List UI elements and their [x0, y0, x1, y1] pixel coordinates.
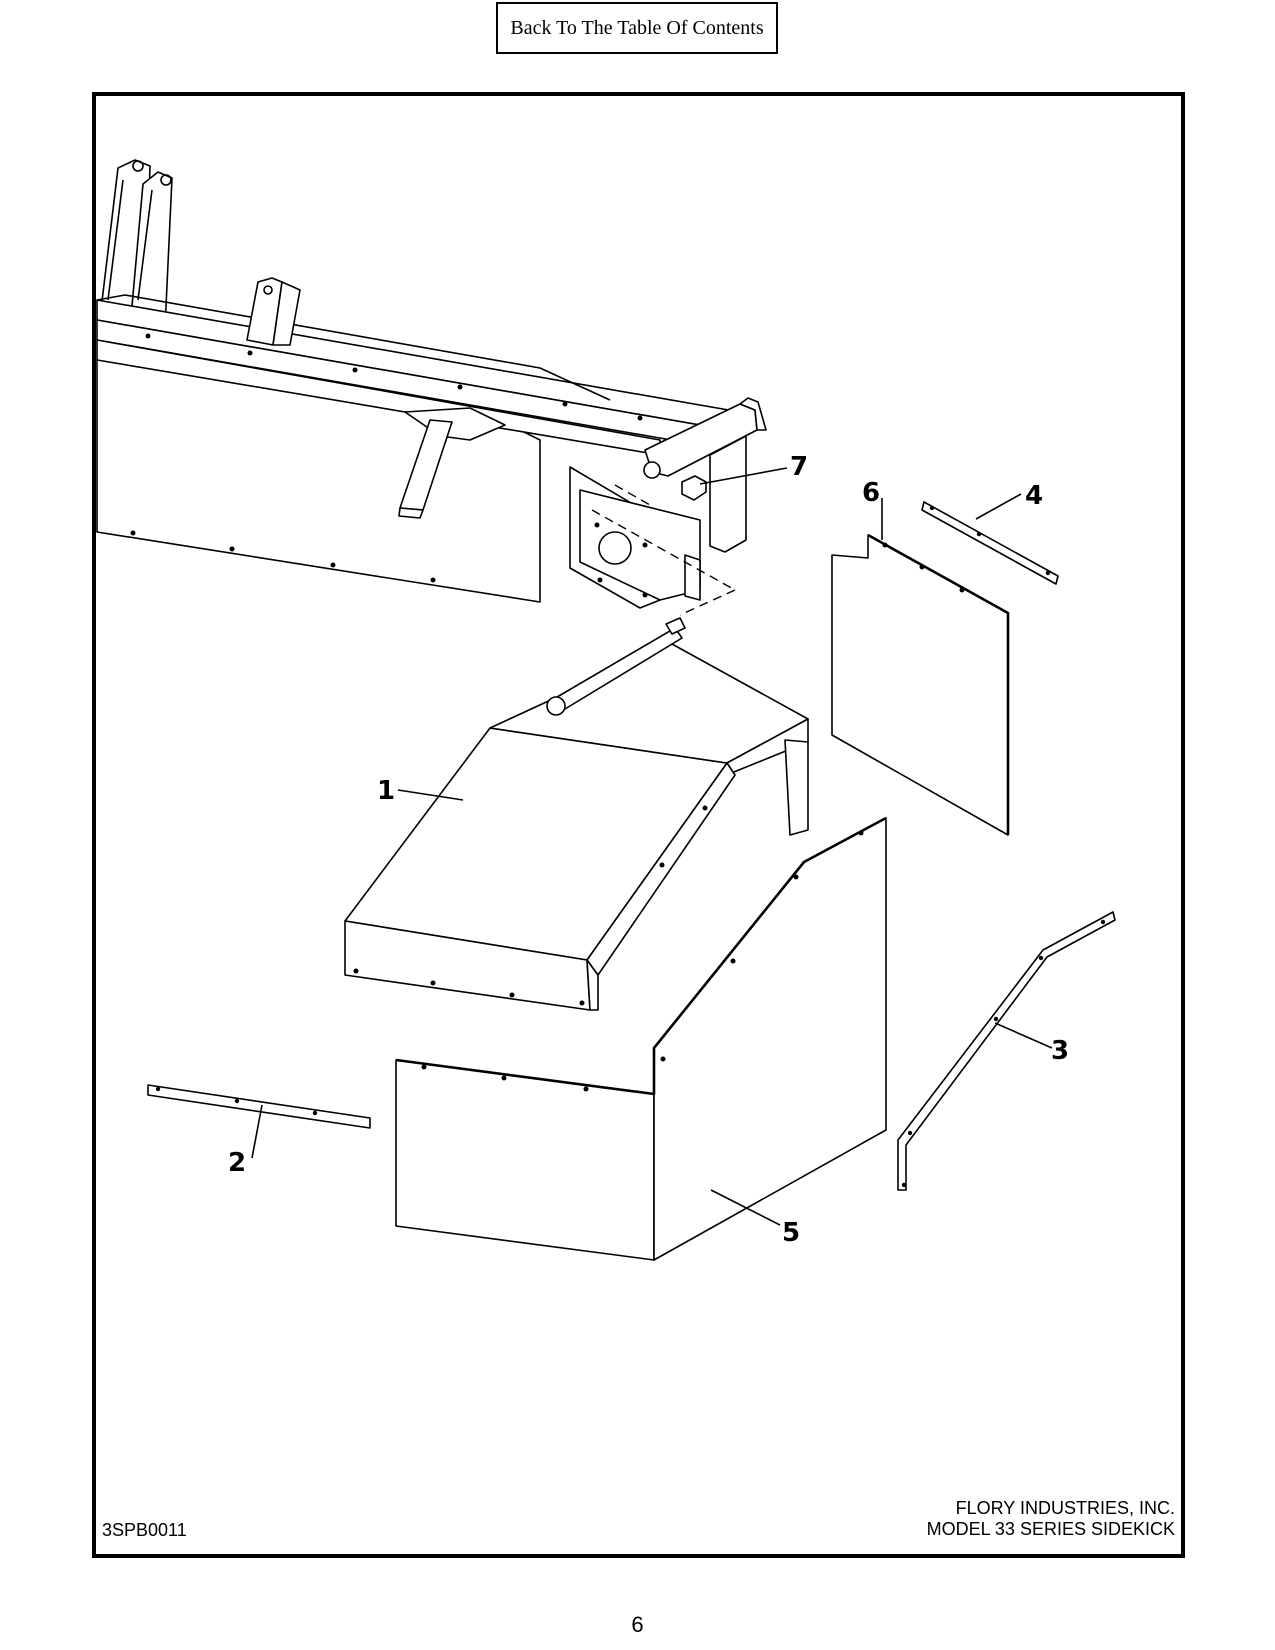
part-3-bent-strap	[897, 911, 1116, 1191]
part-6-rear-panel	[831, 533, 1010, 836]
company-name: FLORY INDUSTRIES, INC.	[955, 1498, 1175, 1518]
part-1-hood	[344, 617, 809, 1011]
part-2-strap	[147, 1084, 371, 1129]
callout-6: 6	[862, 478, 881, 508]
callout-2: 2	[228, 1148, 247, 1178]
callout-5: 5	[782, 1218, 801, 1248]
model-name: MODEL 33 SERIES SIDEKICK	[926, 1518, 1175, 1539]
page-number: 6	[631, 1612, 644, 1637]
part-4-strap	[921, 501, 1059, 585]
drawing-frame	[92, 92, 1185, 1558]
callout-3: 3	[1051, 1036, 1070, 1066]
leader-lines	[251, 467, 1053, 1226]
chassis-assembly	[96, 159, 767, 616]
back-to-table-of-contents-link[interactable]: Back To The Table Of Contents	[496, 2, 778, 54]
callout-1: 1	[377, 776, 396, 806]
part-5-side-cover	[395, 816, 887, 1261]
drawing-number: 3SPB0011	[102, 1520, 187, 1540]
callout-4: 4	[1025, 481, 1044, 511]
title-block: FLORY INDUSTRIES, INC. MODEL 33 SERIES S…	[927, 1498, 1175, 1539]
callout-7: 7	[790, 452, 809, 482]
